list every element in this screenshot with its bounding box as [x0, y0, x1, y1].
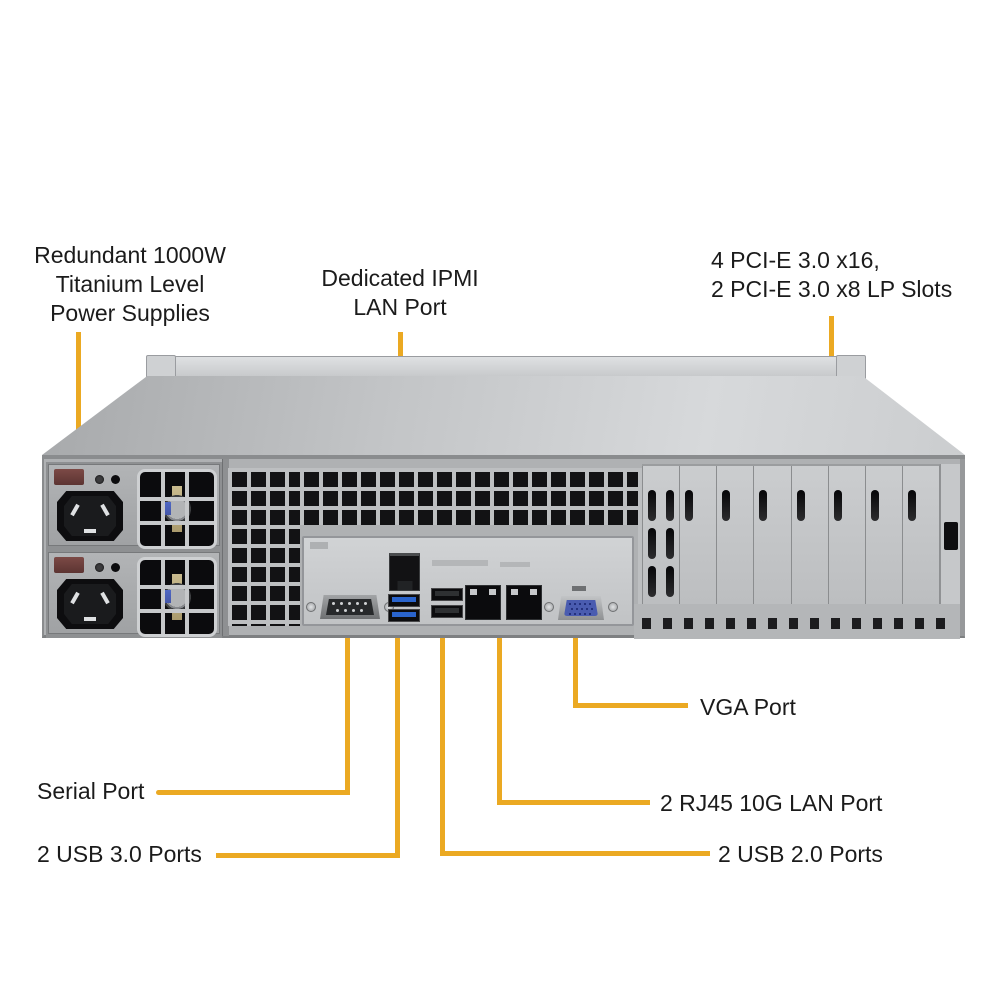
label-usb2-ports: 2 USB 2.0 Ports	[718, 841, 883, 867]
leader-line-serial-v	[345, 614, 350, 795]
bracket-vent-slot	[796, 490, 805, 521]
psu-latch	[54, 557, 84, 573]
label-vga-port: VGA Port	[700, 694, 796, 720]
c14-power-inlet	[57, 491, 123, 541]
bracket-vent-slot	[722, 490, 731, 521]
leader-line-psu	[76, 332, 81, 514]
pcie-slot-bracket	[716, 466, 754, 604]
chassis-right-wall	[960, 459, 965, 636]
bracket-vent-slot	[759, 490, 768, 521]
psu-fan-grille	[137, 469, 217, 549]
leader-line-serial-h	[156, 790, 350, 795]
psu-status-led	[95, 563, 104, 572]
rear-panel	[42, 455, 965, 639]
pcie-slot-bracket	[790, 466, 828, 604]
psu-fan-grille	[137, 557, 217, 637]
server-chassis	[42, 354, 965, 640]
usb2-port-1	[431, 588, 463, 601]
usb2-port-2	[431, 605, 463, 618]
psu-release-button	[111, 563, 120, 572]
leader-line-lan-h	[497, 800, 650, 805]
usb3-port-1	[388, 594, 420, 607]
bracket-vent-slot	[833, 490, 842, 521]
label-usb3-ports: 2 USB 3.0 Ports	[37, 841, 202, 867]
pcie-slot-area	[642, 464, 940, 604]
bracket-vent-slot	[666, 490, 675, 521]
leader-line-vga-h	[573, 703, 688, 708]
usb3-port-2	[388, 609, 420, 622]
lan-port-2	[506, 585, 542, 620]
silkscreen-mark	[432, 560, 488, 566]
label-serial-port: Serial Port	[37, 778, 145, 804]
bracket-vent-slot	[666, 528, 675, 559]
vent-mesh-left	[228, 468, 300, 626]
rear-latch	[944, 522, 958, 550]
leader-line-usb2-h	[440, 851, 710, 856]
psu-latch	[54, 469, 84, 485]
pcie-bottom-rail	[634, 604, 960, 639]
chassis-top-cover	[42, 376, 965, 455]
pcie-slot-bracket	[753, 466, 791, 604]
bracket-vent-slot	[685, 490, 694, 521]
ipmi-lan-port-connector	[389, 553, 420, 591]
screw	[608, 602, 618, 612]
lan-port-1	[465, 585, 501, 620]
power-supply-bay	[46, 462, 222, 638]
bracket-vent-slot	[648, 490, 657, 521]
vga-port-socket	[564, 600, 598, 616]
bracket-vent-slot	[666, 566, 675, 597]
leader-line-usb3-h	[216, 853, 400, 858]
pcie-slot-bracket	[642, 466, 680, 604]
pcie-slot-bracket	[827, 466, 865, 604]
serial-pins	[332, 602, 335, 605]
vga-pins	[569, 603, 571, 605]
pcie-slot-bracket	[864, 466, 902, 604]
bracket-vent-slot	[648, 528, 657, 559]
psu-status-led	[95, 475, 104, 484]
pcie-slot-bracket	[901, 466, 939, 604]
psu-release-button	[111, 475, 120, 484]
bay-divider	[222, 459, 229, 636]
pcie-slot-bracket	[679, 466, 717, 604]
silkscreen-mark	[310, 542, 328, 549]
power-supply-module	[48, 552, 220, 637]
bracket-vent-slot	[648, 566, 657, 597]
c14-power-inlet	[57, 579, 123, 629]
screw	[306, 602, 316, 612]
label-lan-ports: 2 RJ45 10G LAN Port	[660, 790, 883, 816]
io-panel	[302, 536, 634, 626]
serial-port-connector	[320, 595, 380, 619]
power-supply-module	[48, 464, 220, 549]
leader-line-vga-v	[573, 610, 578, 708]
bracket-vent-slot	[907, 490, 916, 521]
leader-line-usb3-v	[395, 614, 400, 858]
label-ipmi-lan-port: Dedicated IPMI LAN Port	[321, 265, 479, 320]
label-pcie-slots: 4 PCI-E 3.0 x16, 2 PCI-E 3.0 x8 LP Slots	[711, 247, 953, 302]
leader-line-usb2-v	[440, 614, 445, 856]
vent-mesh-top	[300, 468, 652, 525]
silkscreen-mark	[500, 562, 530, 567]
silkscreen-mark	[572, 586, 586, 591]
label-power-supplies: Redundant 1000W Titanium Level Power Sup…	[34, 242, 226, 326]
leader-line-lan-v	[497, 614, 502, 805]
screw	[544, 602, 554, 612]
bracket-vent-slot	[870, 490, 879, 521]
